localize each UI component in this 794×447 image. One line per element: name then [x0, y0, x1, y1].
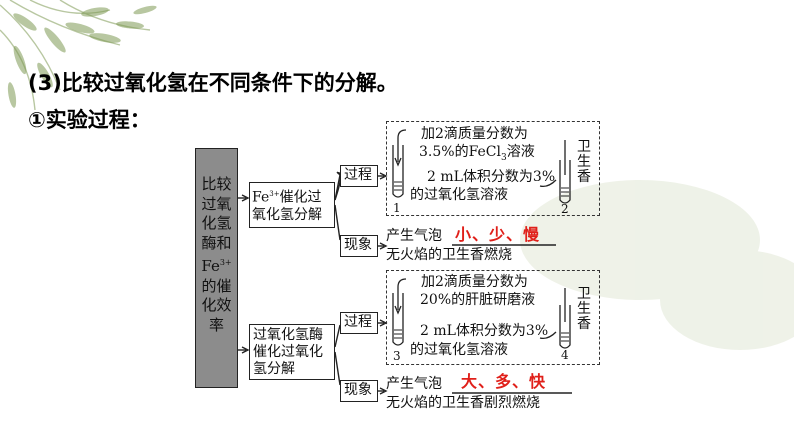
subsection-heading: ①实验过程：: [28, 108, 151, 132]
tube-number: 3: [393, 349, 401, 363]
enzyme-catalysis-box: 过氧化氢酶 催化过氧化 氢分解: [249, 324, 335, 380]
phenomenon-label-top: 现象: [340, 235, 378, 257]
tube-number: 1: [393, 201, 401, 215]
answer-blank: 小、少、慢: [455, 225, 541, 244]
result-prefix: 产生气泡: [386, 228, 442, 244]
volume-text: 2 mL体积分数为3%: [427, 169, 556, 185]
result-prefix: 产生气泡: [386, 376, 442, 392]
process-label-bottom: 过程: [340, 312, 378, 334]
topic-line: 化效: [201, 296, 232, 314]
result-detail: 无火焰的卫生香燃烧: [386, 247, 512, 263]
drop-reagent-text: 3.5%的FeCl3溶液: [419, 144, 535, 163]
test-tube-4-icon: [539, 288, 571, 349]
fe-catalysis-box: Fe3+催化过 氧化氢分解: [249, 182, 335, 228]
test-tube-3-icon: [392, 278, 407, 346]
topic-line: 的催: [201, 276, 232, 295]
incense-label: 卫生香: [577, 139, 591, 185]
section-heading: (3)比较过氧化氢在不同条件下的分解。: [28, 71, 398, 95]
topic-line: 化氢: [201, 214, 232, 232]
volume-text: 2 mL体积分数为3%: [420, 323, 549, 339]
volume-reagent-text: 的过氧化氢溶液: [410, 342, 508, 358]
process-label-top: 过程: [340, 165, 378, 187]
test-tube-2-icon: [539, 140, 571, 204]
incense-label: 卫生香: [577, 286, 591, 332]
drop-text: 加2滴质量分数为: [421, 274, 528, 290]
phenomenon-label-bottom: 现象: [340, 380, 378, 402]
test-tube-1-icon: [392, 129, 407, 198]
drop-reagent-text: 20%的肝脏研磨液: [420, 292, 536, 308]
tube-number: 2: [561, 202, 569, 216]
topic-line: 过氧: [201, 194, 232, 213]
volume-reagent-text: 的过氧化氢溶液: [410, 187, 508, 203]
topic-line: 酶和: [201, 233, 232, 252]
comparison-topic-box: 比较 过氧 化氢 酶和 Fe3+ 的催 化效 率: [195, 148, 238, 388]
drop-text: 加2滴质量分数为: [421, 126, 528, 142]
topic-line: Fe3+: [201, 257, 232, 275]
result-detail: 无火焰的卫生香剧烈燃烧: [386, 395, 540, 411]
top-process-panel: [386, 121, 600, 216]
topic-line: 比较: [201, 175, 232, 193]
topic-line: 率: [208, 315, 224, 334]
bottom-process-panel: [386, 270, 600, 365]
tube-number: 4: [561, 348, 569, 362]
answer-blank: 大、多、快: [461, 372, 547, 391]
